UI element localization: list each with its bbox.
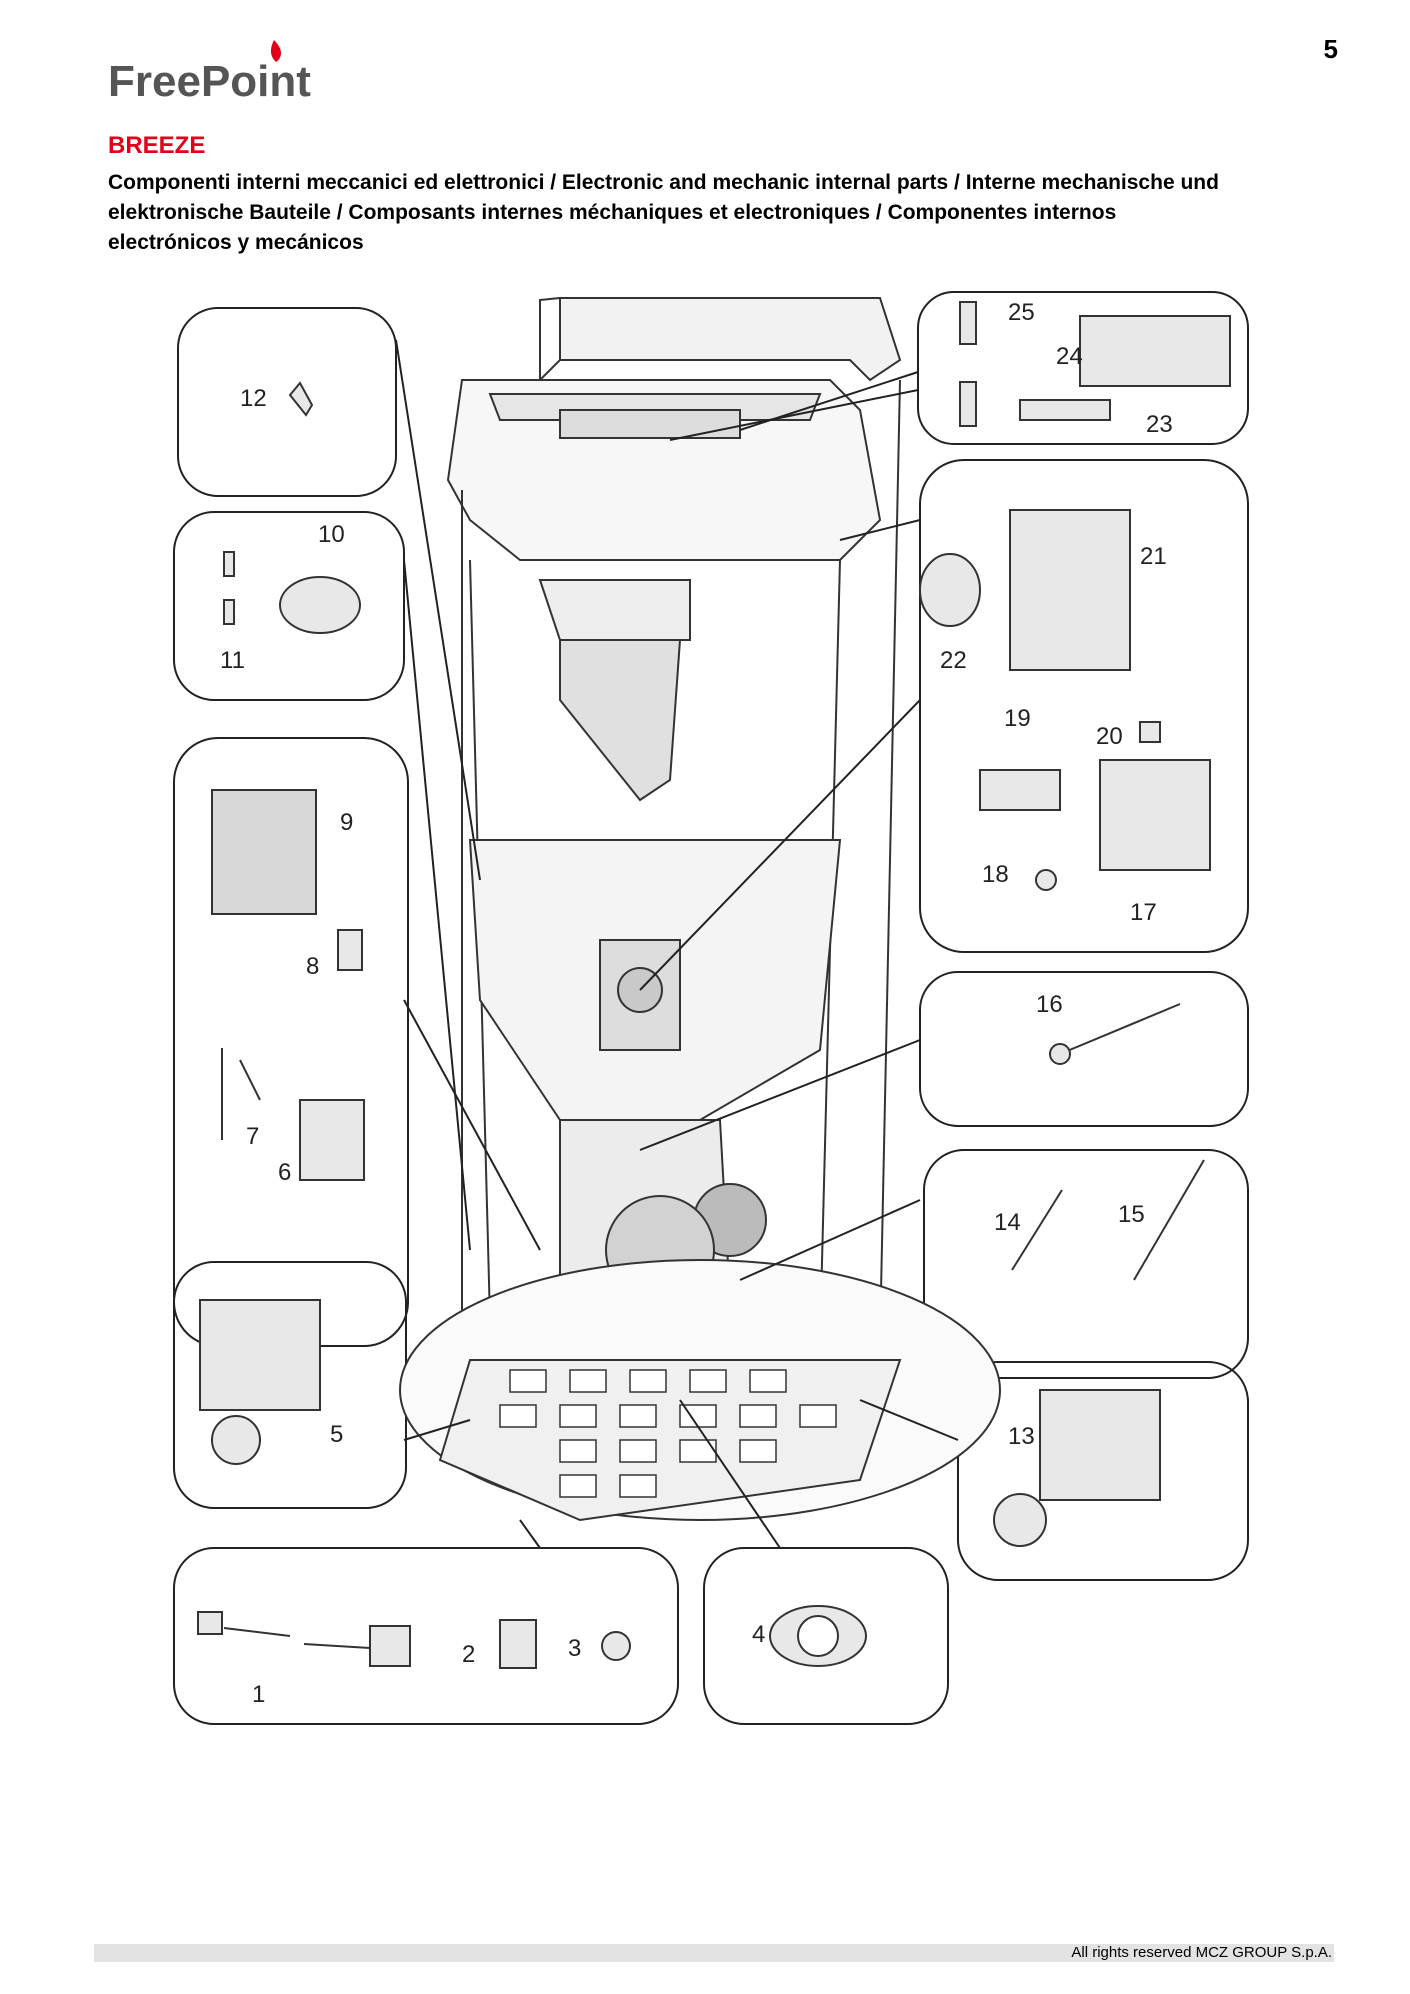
part-label-18: 18 <box>982 861 1009 888</box>
part-label-6: 6 <box>278 1159 291 1186</box>
exploded-parts-diagram: 12 10 11 9 8 7 6 5 13 1 2 3 4 25 24 23 2… <box>173 291 1249 1725</box>
footer-copyright: All rights reserved MCZ GROUP S.p.A. <box>1071 1944 1332 1961</box>
part-24-board <box>1019 399 1111 421</box>
part-label-3: 3 <box>568 1635 581 1662</box>
part-19-bracket <box>979 769 1061 811</box>
part-label-21: 21 <box>1140 543 1167 570</box>
logo-flame-icon <box>270 40 281 62</box>
part-label-1: 1 <box>252 1681 265 1708</box>
part-23-display <box>1079 315 1231 387</box>
part-label-9: 9 <box>340 809 353 836</box>
part-label-22: 22 <box>940 647 967 674</box>
part-18-knob <box>1035 869 1057 891</box>
part-8-connector <box>337 929 363 971</box>
part-label-12: 12 <box>240 385 267 412</box>
part-4-gasket <box>769 1605 867 1667</box>
part-21-motor <box>1009 509 1131 671</box>
model-title: BREEZE <box>108 132 206 159</box>
part-label-14: 14 <box>994 1209 1021 1236</box>
part-12-sketch <box>288 381 314 417</box>
part-label-19: 19 <box>1004 705 1031 732</box>
part-number-labels: 12 10 11 9 8 7 6 5 13 1 2 3 4 25 24 23 2… <box>220 299 1173 1708</box>
part-25-bracket <box>959 301 977 427</box>
part-16-probe <box>1049 1003 1181 1065</box>
part-label-25: 25 <box>1008 299 1035 326</box>
part-label-8: 8 <box>306 953 319 980</box>
part-label-16: 16 <box>1036 991 1063 1018</box>
stove-frame <box>399 296 1001 1522</box>
part-22-ring <box>919 553 981 627</box>
part-13-fan <box>993 1389 1161 1547</box>
part-label-24: 24 <box>1056 343 1083 370</box>
freepoint-logo: FreePoint <box>108 40 311 106</box>
part-17-motor <box>1099 759 1211 871</box>
part-label-13: 13 <box>1008 1423 1035 1450</box>
part-10-11-sketch <box>223 551 361 634</box>
part-sketches <box>197 301 1231 1669</box>
page-subtitle: Componenti interni meccanici ed elettron… <box>108 171 1219 254</box>
leader-lines <box>395 339 959 1549</box>
part-label-15: 15 <box>1118 1201 1145 1228</box>
part-label-20: 20 <box>1096 723 1123 750</box>
part-1-sensor <box>197 1611 411 1667</box>
part-label-5: 5 <box>330 1421 343 1448</box>
part-label-10: 10 <box>318 521 345 548</box>
part-7-cables <box>221 1048 261 1140</box>
part-20-bushing <box>1139 721 1161 743</box>
logo-text: FreePoint <box>108 57 311 106</box>
part-label-2: 2 <box>462 1641 475 1668</box>
part-14-rod <box>1011 1189 1063 1271</box>
part-6-terminal <box>299 1099 365 1181</box>
part-2-switch <box>499 1619 537 1669</box>
footer-bar <box>94 1944 1334 1962</box>
part-5-fan <box>199 1299 321 1465</box>
page-number: 5 <box>1323 34 1338 64</box>
part-label-11: 11 <box>220 647 245 674</box>
part-9-board <box>211 789 317 915</box>
part-3-gland <box>601 1631 631 1661</box>
part-15-rod <box>1133 1159 1205 1281</box>
part-label-17: 17 <box>1130 899 1157 926</box>
part-label-23: 23 <box>1146 411 1173 438</box>
part-label-7: 7 <box>246 1123 259 1150</box>
part-label-4: 4 <box>752 1621 765 1648</box>
